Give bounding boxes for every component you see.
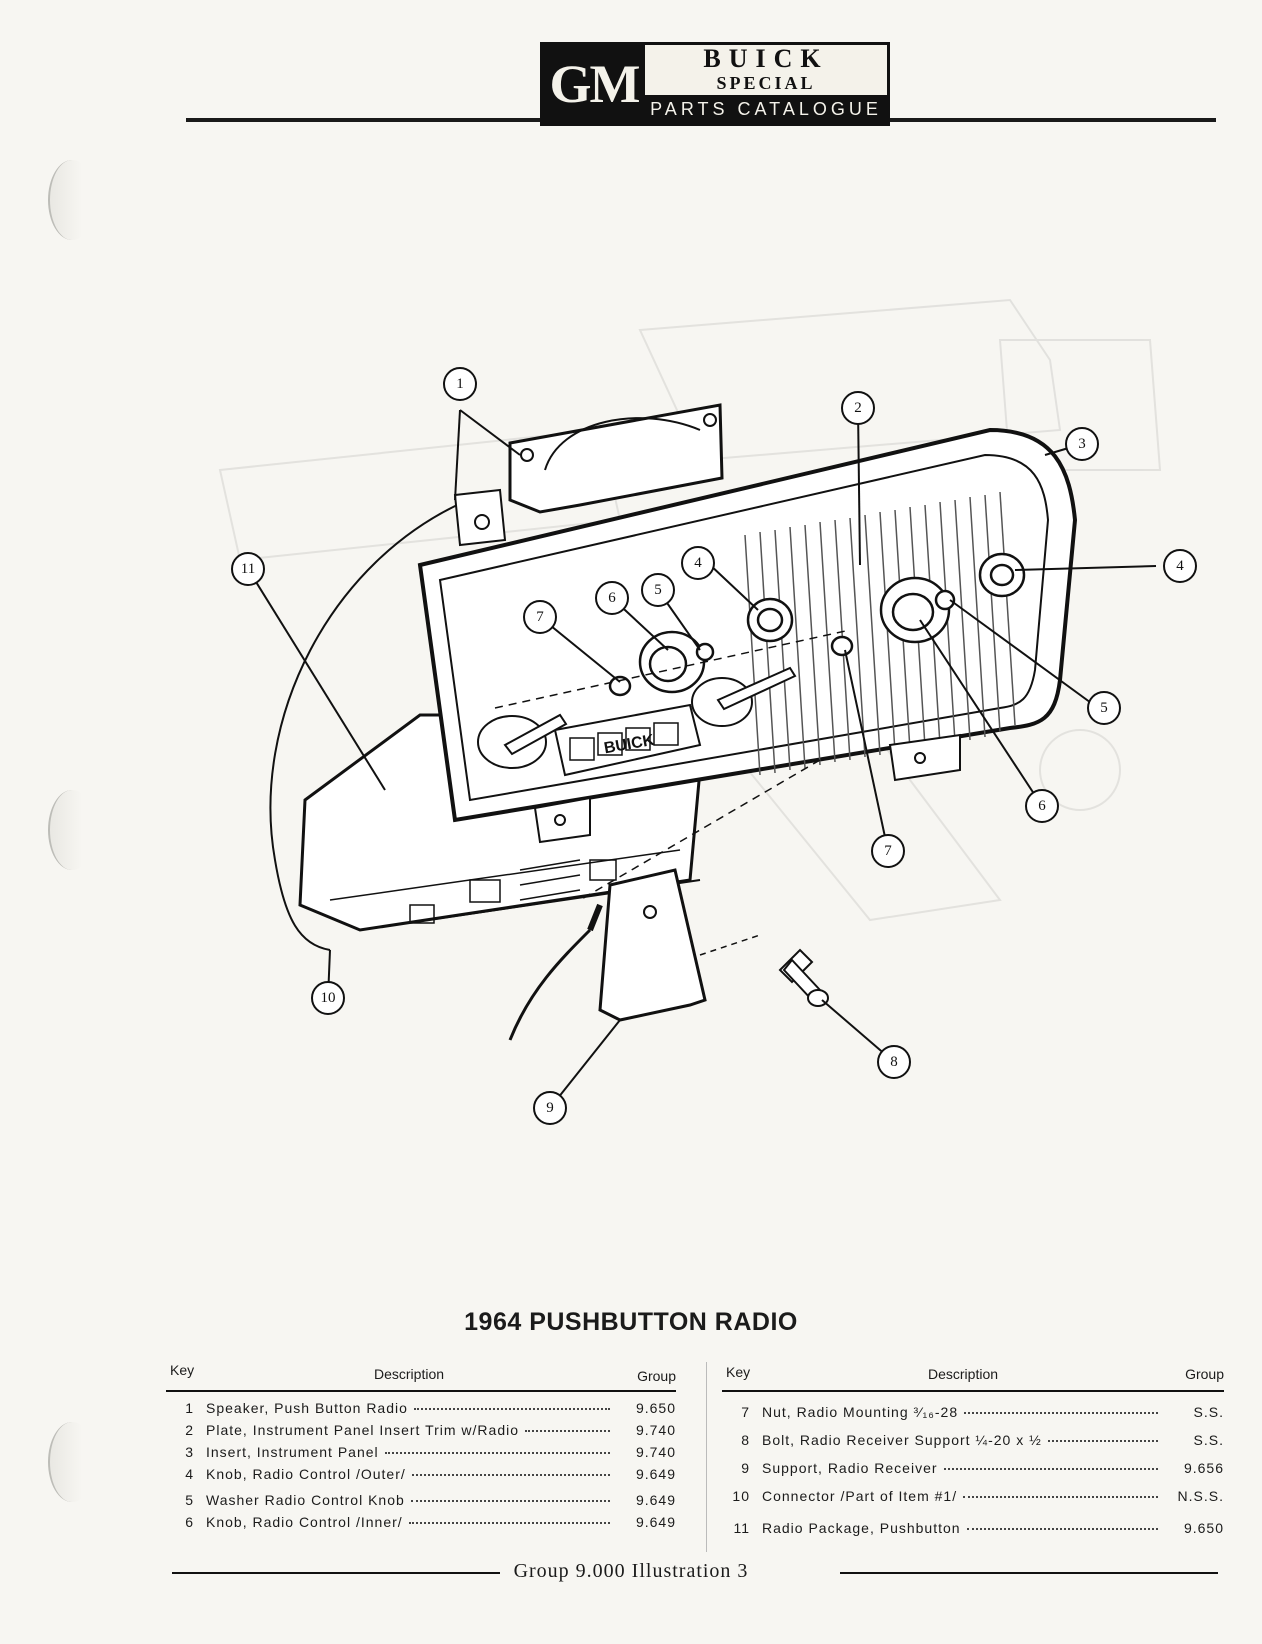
svg-text:4: 4 (1176, 558, 1184, 574)
speaker-grille (744, 491, 1016, 776)
top-bracket (508, 403, 724, 514)
callout-8: 8 (877, 1045, 911, 1079)
footer-rule-right (840, 1572, 1218, 1574)
callout-11: 11 (231, 552, 265, 586)
left-knob-assembly (608, 597, 794, 697)
svg-text:2: 2 (854, 400, 862, 416)
callout-7-right: 7 (871, 834, 905, 868)
catalogue-badge: GM BUICK SPECIAL PARTS CATALOGUE (540, 42, 890, 126)
punch-hole-top (48, 160, 96, 240)
right-knob-assembly (830, 552, 1026, 657)
svg-text:7: 7 (536, 609, 544, 625)
svg-text:5: 5 (654, 582, 662, 598)
svg-text:11: 11 (241, 561, 255, 577)
svg-text:1: 1 (456, 376, 464, 392)
section-title: 1964 PUSHBUTTON RADIO (464, 1308, 798, 1336)
header-description: Description (928, 1366, 999, 1382)
column-divider (706, 1362, 707, 1552)
callout-2: 2 (841, 391, 875, 425)
table-header-left: Key Description Group (166, 1352, 676, 1392)
footer-text: Group 9.000 Illustration 3 (499, 1560, 763, 1582)
callout-leaders (247, 407, 1157, 1109)
callout-1: 1 (443, 367, 477, 401)
header-group: Group (637, 1368, 676, 1384)
header-description: Description (374, 1366, 445, 1382)
callout-10: 10 (311, 981, 345, 1015)
badge-brand: BUICK (645, 45, 887, 73)
table-header-right: Key Description Group (722, 1352, 1224, 1392)
support-bolt (778, 948, 829, 1007)
callout-5-left: 5 (641, 573, 675, 607)
svg-text:3: 3 (1078, 436, 1086, 452)
svg-text:7: 7 (884, 843, 892, 859)
callout-9: 9 (533, 1091, 567, 1125)
callout-7-left: 7 (523, 600, 557, 634)
callout-4-left: 4 (681, 546, 715, 580)
callout-4-right: 4 (1163, 549, 1197, 583)
svg-text:8: 8 (890, 1054, 898, 1070)
callout-6-left: 6 (595, 581, 629, 615)
header-key: Key (726, 1364, 751, 1380)
svg-text:5: 5 (1100, 700, 1108, 716)
svg-text:6: 6 (1038, 798, 1046, 814)
radio-support-bracket (598, 868, 707, 1022)
gm-logo: GM (543, 45, 645, 123)
header-key: Key (170, 1362, 195, 1378)
punch-hole-bottom (48, 1422, 96, 1502)
header-group: Group (1185, 1366, 1224, 1382)
svg-text:10: 10 (321, 990, 336, 1006)
footer-caption: Group 9.000 Illustration 3 (0, 1560, 1262, 1583)
svg-text:6: 6 (608, 590, 616, 606)
exploded-view-diagram: BUICK (218, 298, 1197, 1125)
footer-rule-left (172, 1572, 544, 1574)
badge-catalogue: PARTS CATALOGUE (645, 95, 887, 123)
callout-5-right: 5 (1087, 691, 1121, 725)
badge-titles: BUICK SPECIAL PARTS CATALOGUE (645, 45, 887, 123)
badge-model: SPECIAL (645, 73, 887, 95)
callout-6-right: 6 (1025, 789, 1059, 823)
callout-3: 3 (1065, 427, 1099, 461)
svg-text:4: 4 (694, 555, 702, 571)
svg-text:9: 9 (546, 1100, 554, 1116)
punch-hole-middle (48, 790, 96, 870)
